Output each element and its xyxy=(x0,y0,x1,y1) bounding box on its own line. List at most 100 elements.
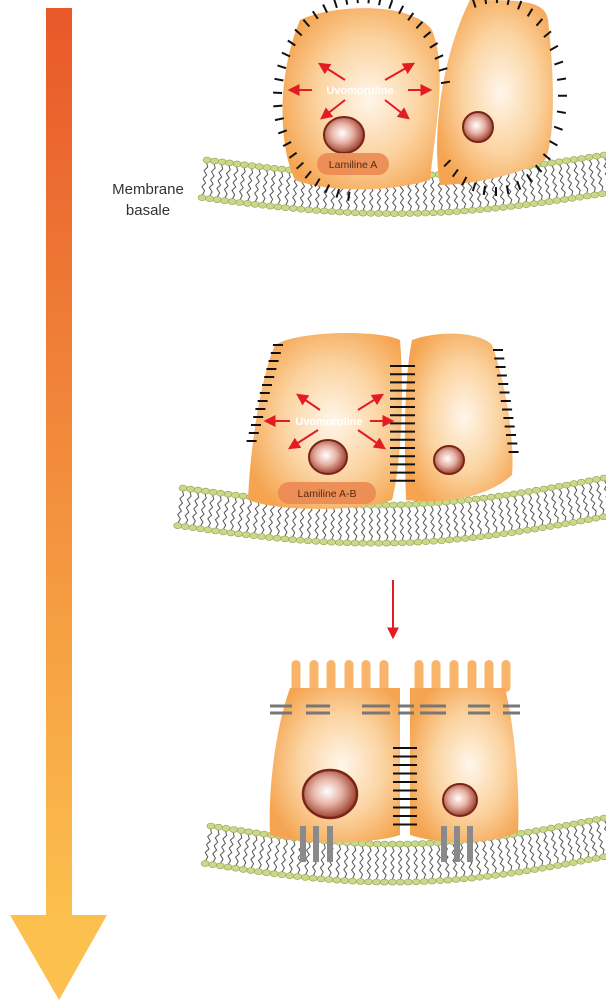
lipid-head xyxy=(563,158,571,164)
lipid-tail xyxy=(538,509,543,524)
lipid-head xyxy=(592,515,600,521)
lipid-tail xyxy=(220,847,224,863)
lipid-head xyxy=(187,486,195,492)
lipid-tail xyxy=(208,511,212,527)
lipid-tail xyxy=(500,515,505,531)
lipid-tail xyxy=(323,523,327,539)
lipid-head xyxy=(398,211,406,217)
lipid-head xyxy=(309,875,317,881)
lipid-head xyxy=(388,879,396,885)
lipid-tail xyxy=(285,189,289,205)
lipid-tail xyxy=(513,837,517,853)
lipid-tail xyxy=(460,844,464,860)
lipid-head xyxy=(538,865,546,871)
microvillus xyxy=(502,660,511,692)
lipid-head xyxy=(380,879,388,885)
uvomoruline-tick xyxy=(389,0,392,8)
lipid-head xyxy=(469,535,477,541)
lipid-tail xyxy=(331,507,335,523)
lipid-head xyxy=(532,828,540,834)
lipid-head xyxy=(336,209,344,215)
microvillus xyxy=(362,660,371,692)
lipid-head xyxy=(217,490,225,496)
lipid-tail xyxy=(360,846,364,862)
lipid-tail xyxy=(567,828,571,844)
lipid-tail xyxy=(237,834,242,850)
uvomoruline-tick xyxy=(337,189,340,198)
lipid-head xyxy=(492,872,500,878)
lipid-tail xyxy=(560,181,565,197)
lipid-tail xyxy=(275,839,280,855)
lipid-tail xyxy=(331,193,335,209)
lipid-tail xyxy=(391,847,394,863)
lipid-tail xyxy=(300,190,304,206)
lipid-tail xyxy=(561,505,566,520)
lipid-head xyxy=(209,862,217,868)
lipid-head xyxy=(278,872,286,878)
nucleus-2b xyxy=(434,446,464,474)
lipid-head xyxy=(555,483,563,489)
lipid-head xyxy=(485,533,493,539)
lipid-head xyxy=(255,164,263,170)
lipid-tail xyxy=(385,524,388,540)
lipid-tail xyxy=(228,848,232,864)
lipid-tail xyxy=(307,522,311,538)
lipid-tail xyxy=(300,521,304,537)
lipid-tail xyxy=(406,863,409,879)
lipid-tail xyxy=(270,187,274,203)
lipid-head xyxy=(221,198,229,204)
lipid-head xyxy=(237,828,245,834)
lipid-tail xyxy=(423,507,427,523)
lipid-head xyxy=(477,534,485,540)
lipid-tail xyxy=(515,513,520,529)
lipid-tail xyxy=(211,164,216,180)
lipid-head xyxy=(414,539,422,545)
lipid-head xyxy=(428,878,436,884)
lipid-tail xyxy=(438,506,442,522)
lipid-head xyxy=(600,152,606,158)
lipid-tail xyxy=(385,195,388,211)
lipid-head xyxy=(365,879,373,885)
lipid-head xyxy=(266,203,274,209)
lipid-head xyxy=(436,878,444,884)
lipid-head xyxy=(570,481,578,487)
lipid-tail xyxy=(218,165,223,181)
lipid-head xyxy=(219,529,227,535)
lipid-head xyxy=(317,876,325,882)
nucleus-3b xyxy=(443,784,477,816)
lipid-head xyxy=(554,522,562,528)
lipid-head xyxy=(568,195,576,201)
lipid-head xyxy=(222,825,230,831)
lipid-tail xyxy=(553,182,558,198)
lipid-tail xyxy=(422,847,425,863)
lipid-head xyxy=(390,502,398,508)
lipid-head xyxy=(335,540,343,546)
lipid-tail xyxy=(226,166,231,182)
lipid-tail xyxy=(507,855,512,871)
lipid-tail xyxy=(515,187,520,203)
lipid-tail xyxy=(599,838,605,853)
lipid-tail xyxy=(243,850,247,866)
lipid-tail xyxy=(323,507,327,523)
lipid-head xyxy=(241,162,249,168)
lipid-head xyxy=(383,211,391,217)
lipid-tail xyxy=(439,522,443,538)
time-arrow xyxy=(10,8,107,1000)
lipid-head xyxy=(516,528,524,534)
uvomoruline-tick xyxy=(323,5,327,13)
lipid-head xyxy=(201,861,209,867)
lipid-head xyxy=(262,870,270,876)
lipid-tail xyxy=(392,508,395,524)
lipid-tail xyxy=(367,863,370,879)
lipid-tail xyxy=(589,824,593,840)
lipid-tail xyxy=(414,863,418,879)
lipid-head xyxy=(562,822,570,828)
lipid-head xyxy=(227,530,235,536)
lipid-head xyxy=(510,491,518,497)
lipid-tail xyxy=(529,835,533,851)
lipid-tail xyxy=(229,832,234,848)
lipid-tail xyxy=(416,194,420,210)
lipid-head xyxy=(453,209,461,215)
lipid-tail xyxy=(477,518,482,534)
lipid-tail xyxy=(583,501,588,516)
